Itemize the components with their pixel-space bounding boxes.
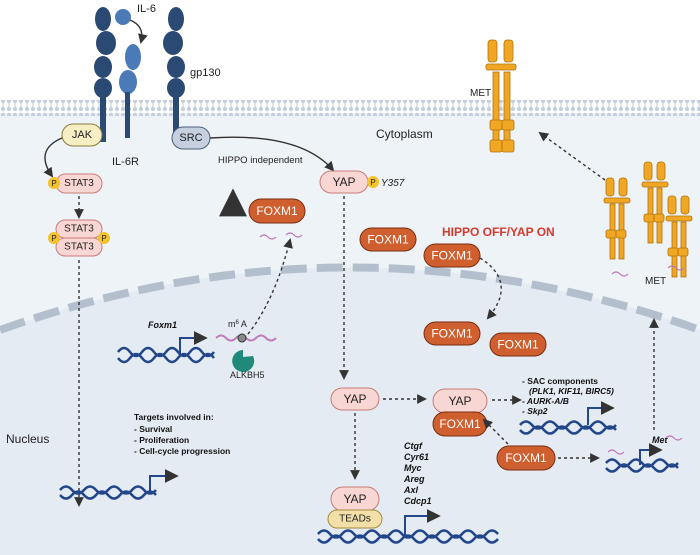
met-dna-strand2 [605,463,679,473]
gp130-receptor-right [163,7,185,142]
stat3-dimer-phospho-left [48,232,60,244]
stat3-label: STAT3 [64,178,94,189]
stat3-dimer-bottom-label: STAT3 [64,242,94,253]
nucleus-label: Nucleus [6,432,49,446]
teads-label: TEADs [339,514,371,525]
stat3-targets-dna-strand2 [59,490,157,500]
foxm1-met-regulator-node [496,445,556,471]
foxm1-hippo-label-1: FOXM1 [367,233,409,247]
m6a-prefix: m [228,319,236,329]
met-trafficking-arrow [538,131,606,181]
tead-target-myc: Myc [404,463,422,473]
met-gene-label: Met [652,435,669,445]
sac-line2: (PLK1, KIF11, BIRC5) [529,386,614,396]
foxm1-hippo-label-2: FOXM1 [431,249,473,263]
met-dna [605,458,679,468]
met-cytoplasmic-mrna [611,265,685,277]
stat3-dimer-phospho-right [98,232,110,244]
foxm1-protein-mrna [259,232,303,240]
tead-target-axl: Axl [403,485,419,495]
met-receptor-cytoplasmic-2 [641,161,669,244]
foxm1-cytoplasmic-label: FOXM1 [256,204,298,218]
foxm1-cytoplasmic-node [248,198,306,224]
foxm1-nuclear-node-2 [489,332,547,357]
hippo-off-label: HIPPO OFF/YAP ON [442,225,555,239]
yap-phospho-label: P [370,178,375,187]
tead-target-cyr61: Cyr61 [404,452,429,462]
targets-title: Targets involved in: [134,412,214,422]
stat3-dimer-phospho-left-label: P [51,234,56,243]
stat3-phospho [48,177,60,189]
foxm1-nuclear-label-1: FOXM1 [431,327,473,341]
yap-complex-label: YAP [448,394,471,408]
stat3-dimer-bottom [55,237,103,257]
m6a-label: m6 A [228,319,247,329]
m6a-superscript: 6 [236,320,240,326]
m6a-site [237,333,247,343]
foxm1-gene-label: Foxm1 [148,320,177,330]
mrna-to-foxm1-arrow [247,238,293,335]
il6r-receptor [119,44,141,138]
sac-line3: - AURK-A/B [522,396,569,406]
jak-to-stat3-arrow [43,137,63,178]
sac-line1: - SAC components [522,376,598,386]
met-receptor-cytoplasmic-1 [603,177,631,260]
teads-node [327,509,383,529]
alkbh5-enzyme [232,350,255,372]
foxm1-hippo-node-2 [423,243,481,268]
stat3-dimer-top-label: STAT3 [64,224,94,235]
foxm1-nuclear-arrow [479,257,502,320]
sac-line4: - Skp2 [522,406,548,416]
y357-label: Y357 [381,178,405,189]
tead-dna-strand2 [317,534,499,544]
targets-item-survival: - Survival [134,424,172,434]
il6-label: IL-6 [137,3,156,15]
yap-tead-label: YAP [343,492,366,506]
tead-target-ctgf: Ctgf [404,441,423,451]
foxm1-nuclear-node-1 [423,321,481,346]
alkbh5-label: ALKBH5 [230,370,265,380]
cytoplasm-label: Cytoplasm [376,127,433,141]
gp130-receptor-left [94,7,116,142]
yap-phospho [367,176,379,188]
foxm1-met-regulator-label: FOXM1 [505,451,547,465]
foxm1-complex-label: FOXM1 [439,417,481,431]
src-label: SRC [179,132,202,144]
met-membrane-label: MET [470,88,491,99]
targets-item-cell-cycle: - Cell-cycle progression [134,446,230,456]
hippo-independent-label: HIPPO independent [218,155,303,166]
gp130-label: gp130 [190,67,221,79]
il6-ligand [115,9,131,25]
stat3-targets-tss-arrow [149,469,179,493]
tead-target-areg: Areg [403,474,425,484]
met-receptor-cytoplasmic-3 [665,195,693,278]
met-cytoplasmic-label: MET [645,276,666,287]
sac-tss-arrow [587,401,615,425]
met-receptor-membrane [485,39,517,153]
yap-nuclear-node [330,387,380,411]
tead-target-cdcp1: Cdcp1 [404,496,432,506]
stat3-phospho-label: P [51,179,56,188]
m6a-suffix: A [239,319,247,329]
il6r-label: IL-6R [112,156,139,168]
yap-nuclear-label: YAP [343,392,366,406]
targets-item-proliferation: - Proliferation [134,435,189,445]
il6-binding-arrow [129,19,148,44]
sac-dna-strand2 [519,425,617,435]
jak-label: JAK [72,129,93,141]
jak-node [61,123,103,147]
foxm1-tss-arrow [179,331,208,355]
src-to-yap-arrow [209,136,335,172]
tead-tss-arrow [404,509,441,535]
met-mrna [607,435,683,455]
yap-cytoplasmic-label: YAP [332,175,355,189]
foxm1-nuclear-label-2: FOXM1 [497,338,539,352]
stat3-dimer-phospho-right-label: P [101,234,106,243]
tead-dna [317,529,499,539]
foxm1-dna-strand2 [117,352,215,364]
foxm1-hippo-node-1 [359,227,417,252]
